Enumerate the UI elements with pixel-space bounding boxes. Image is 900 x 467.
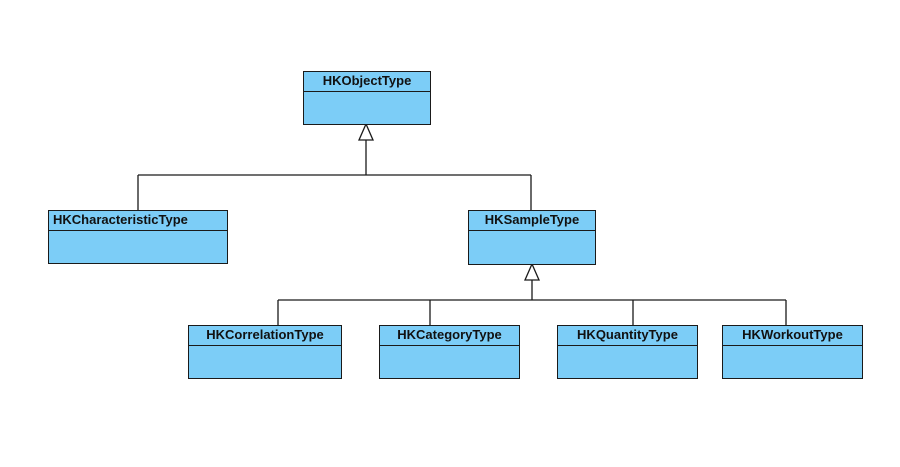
class-name-hkcorrelationtype: HKCorrelationType bbox=[189, 326, 341, 346]
class-name-hkquantitytype: HKQuantityType bbox=[558, 326, 697, 346]
class-box-hkcorrelationtype: HKCorrelationType bbox=[188, 325, 342, 379]
class-box-hkobjecttype: HKObjectType bbox=[303, 71, 431, 125]
generalization-arrowhead-sampletype bbox=[524, 262, 540, 281]
class-name-hksampletype: HKSampleType bbox=[469, 211, 595, 231]
class-name-hkcharacteristictype: HKCharacteristicType bbox=[49, 211, 227, 231]
class-name-hkcategorytype: HKCategoryType bbox=[380, 326, 519, 346]
class-name-hkworkouttype: HKWorkoutType bbox=[723, 326, 862, 346]
class-box-hkquantitytype: HKQuantityType bbox=[557, 325, 698, 379]
class-box-hksampletype: HKSampleType bbox=[468, 210, 596, 265]
class-box-hkcategorytype: HKCategoryType bbox=[379, 325, 520, 379]
class-name-hkobjecttype: HKObjectType bbox=[304, 72, 430, 92]
generalization-arrowhead-objecttype bbox=[358, 122, 374, 141]
class-box-hkworkouttype: HKWorkoutType bbox=[722, 325, 863, 379]
class-box-hkcharacteristictype: HKCharacteristicType bbox=[48, 210, 228, 264]
